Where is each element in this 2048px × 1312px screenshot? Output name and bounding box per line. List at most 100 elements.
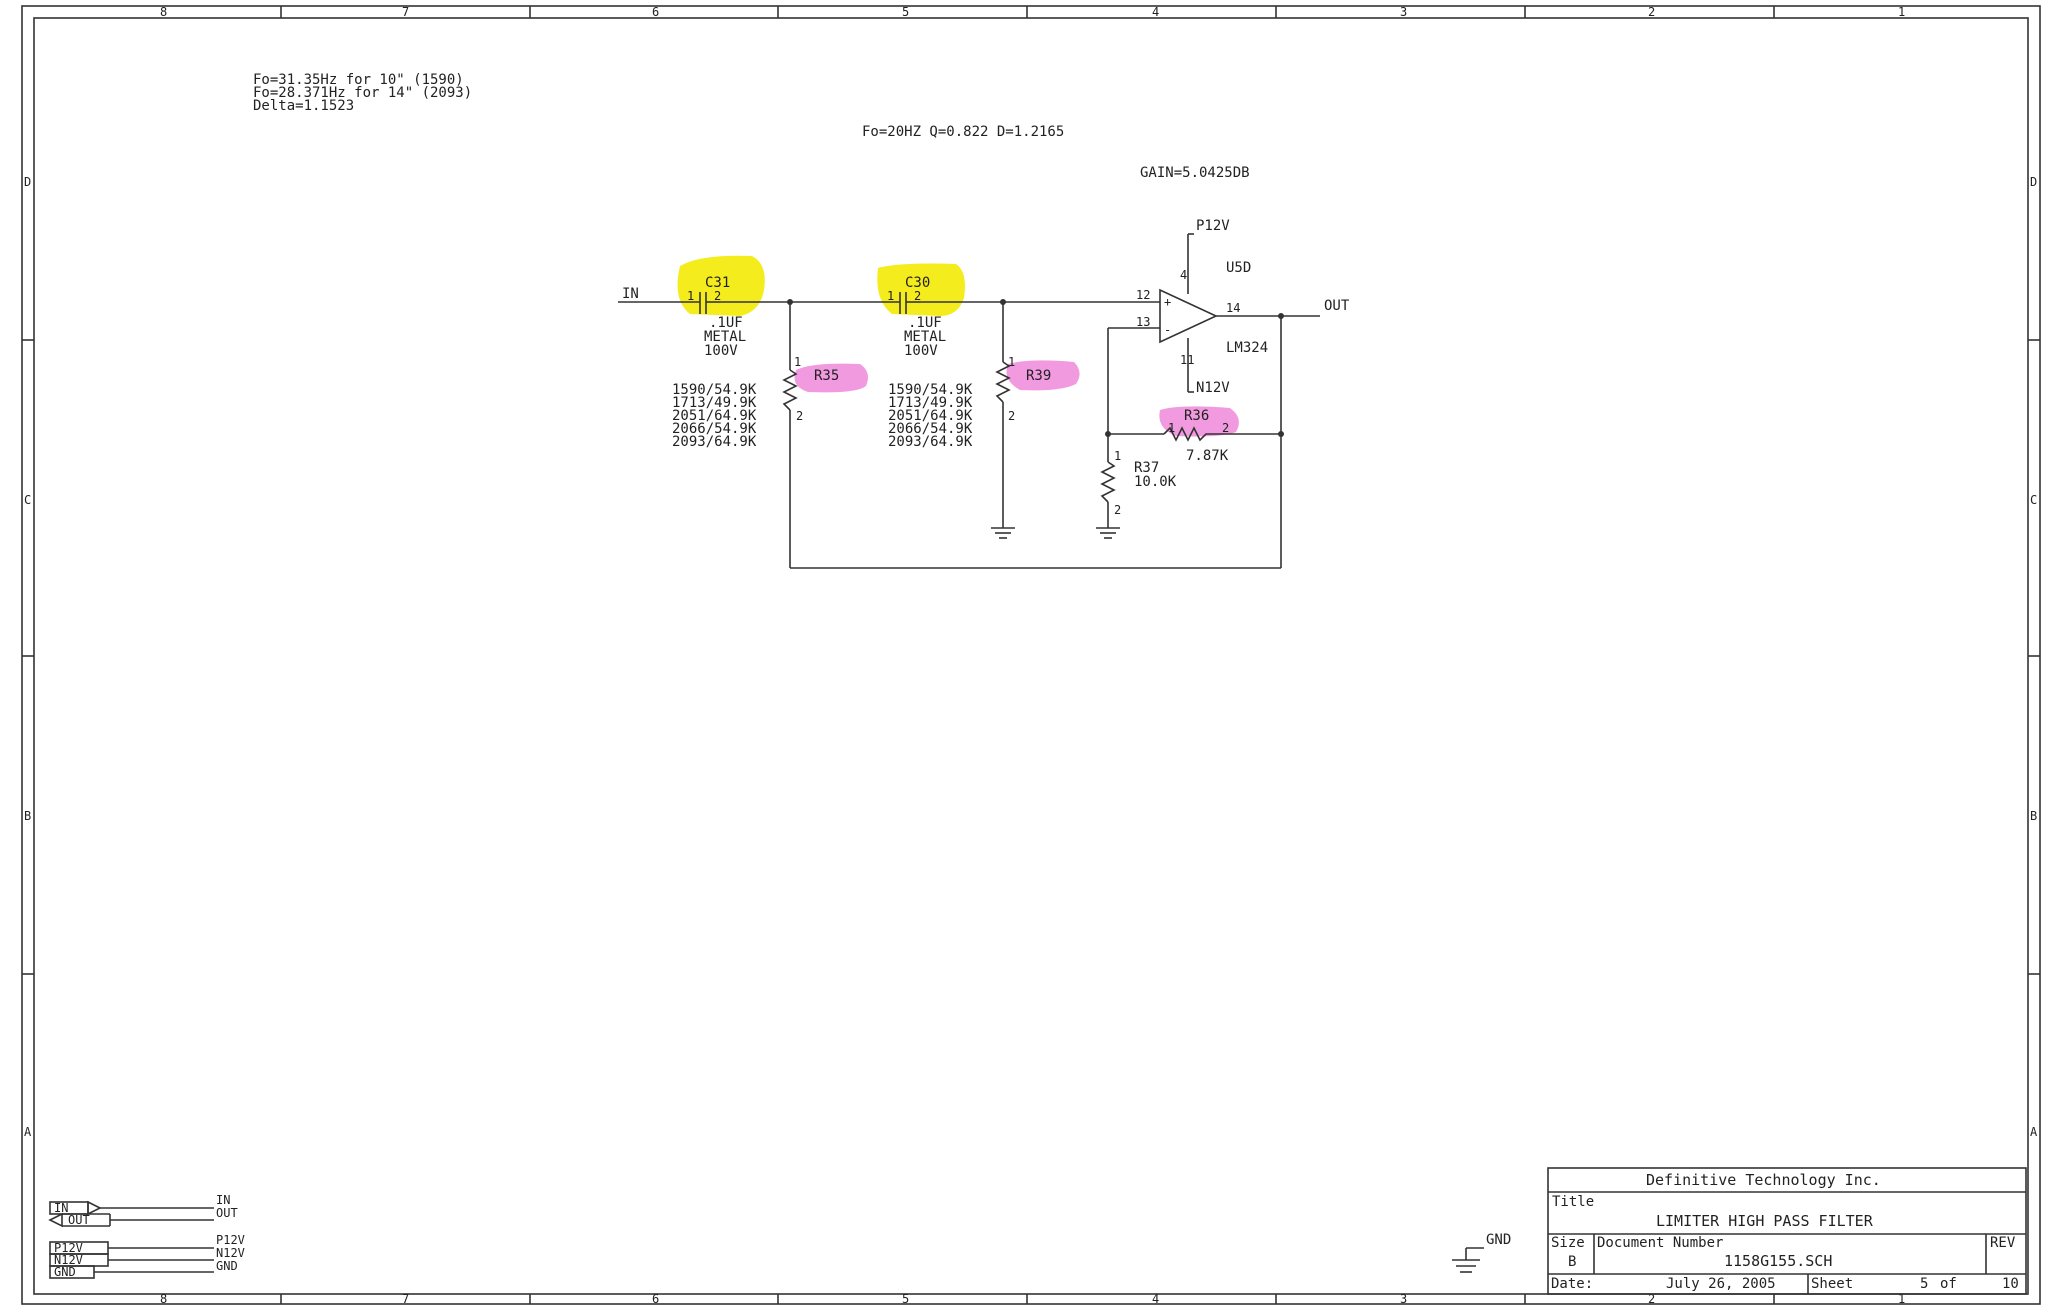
r39-ref: R39 <box>1026 368 1051 384</box>
r36-value: 7.87K <box>1186 448 1229 464</box>
tb-rev-label: REV <box>1990 1235 2016 1251</box>
u5d-vcc-net: P12V <box>1196 218 1230 234</box>
r35-value-1: 1590/54.9K <box>672 382 757 398</box>
r39-value-4: 2066/54.9K <box>888 421 973 437</box>
highlight-r35 <box>794 363 868 393</box>
port-legend: IN OUT P12V N12V GND IN OUT P12V N12V GN… <box>48 1193 245 1279</box>
c31-value: .1UF <box>709 315 743 331</box>
title-block: Definitive Technology Inc. Title LIMITER… <box>1547 1167 2027 1295</box>
col-label-top-6: 6 <box>652 5 659 19</box>
r35-value-4: 2066/54.9K <box>672 421 757 437</box>
capacitor-c31[interactable]: C31 1 2 .1UF METAL 100V <box>687 275 746 359</box>
tb-title: LIMITER HIGH PASS FILTER <box>1656 1212 1874 1230</box>
u5d-part: LM324 <box>1226 340 1268 356</box>
r39-pin2: 2 <box>1008 409 1015 423</box>
note-gain: GAIN=5.0425DB <box>1140 165 1250 181</box>
port-box-n12v: N12V <box>54 1253 83 1267</box>
u5d-pin-neg: 13 <box>1136 315 1150 329</box>
net-label-out: OUT <box>1324 298 1350 314</box>
u5d-minus-sign: - <box>1164 323 1171 337</box>
u5d-plus-sign: + <box>1164 295 1171 309</box>
r39-value-1: 1590/54.9K <box>888 382 973 398</box>
ground-icon <box>1096 527 1120 539</box>
junction-dot <box>1278 313 1284 319</box>
c30-type: METAL <box>904 329 946 345</box>
u5d-vee-net: N12V <box>1196 380 1230 396</box>
port-label-n12v: N12V <box>216 1246 245 1260</box>
port-label-p12v: P12V <box>216 1233 245 1247</box>
junction-dot <box>787 299 793 305</box>
port-box-in: IN <box>54 1201 68 1215</box>
port-label-out: OUT <box>216 1206 238 1220</box>
note-filter-params: Fo=20HZ Q=0.822 D=1.2165 <box>862 124 1064 140</box>
row-ruler: D C B A D C B A <box>22 175 2040 1139</box>
resistor-r39[interactable]: R39 1 2 1590/54.9K 1713/49.9K 2051/64.9K… <box>888 355 1051 450</box>
resistor-r36[interactable]: R36 1 2 7.87K <box>1163 408 1240 464</box>
row-label-right-d: D <box>2030 175 2037 189</box>
tb-docnum-label: Document Number <box>1597 1235 1723 1251</box>
c30-pin1: 1 <box>887 289 894 303</box>
r37-pin2: 2 <box>1114 503 1121 517</box>
resistor-r37[interactable]: R37 1 2 10.0K <box>1100 449 1177 517</box>
col-label-bottom-3: 3 <box>1400 1292 1407 1306</box>
c30-voltage: 100V <box>904 343 938 359</box>
row-label-left-b: B <box>24 809 31 823</box>
col-label-bottom-2: 2 <box>1648 1292 1655 1306</box>
opamp-u5d[interactable]: + - 12 13 14 4 11 U5D LM324 P12V N12V <box>1136 218 1268 396</box>
u5d-ref: U5D <box>1226 260 1251 276</box>
u5d-pin-vcc: 4 <box>1180 268 1187 282</box>
col-label-bottom-7: 7 <box>402 1292 409 1306</box>
r35-value-2: 1713/49.9K <box>672 395 757 411</box>
u5d-pin-pos: 12 <box>1136 288 1150 302</box>
junction-dot <box>1278 431 1284 437</box>
col-label-top-1: 1 <box>1898 5 1905 19</box>
column-ruler-bottom: 8 7 6 5 4 3 2 1 <box>160 1292 1905 1306</box>
r39-value-5: 2093/64.9K <box>888 434 973 450</box>
junction-dot <box>1000 299 1006 305</box>
ground-icon: GND <box>1452 1232 1511 1273</box>
tb-of-label: of <box>1940 1276 1957 1292</box>
r39-pin1: 1 <box>1008 355 1015 369</box>
col-label-bottom-8: 8 <box>160 1292 167 1306</box>
net-label-in: IN <box>622 286 639 302</box>
r37-ref: R37 <box>1134 460 1159 476</box>
outer-border <box>21 5 2041 1305</box>
r37-pin1: 1 <box>1114 449 1121 463</box>
highlight-r39 <box>1006 360 1080 391</box>
gnd-label: GND <box>1486 1232 1511 1248</box>
resistor-r35[interactable]: R35 1 2 1590/54.9K 1713/49.9K 2051/64.9K… <box>672 355 839 450</box>
r36-pin1: 1 <box>1168 421 1175 435</box>
column-ruler-top: 8 7 6 5 4 3 2 1 <box>160 5 1905 19</box>
col-label-top-8: 8 <box>160 5 167 19</box>
u5d-pin-out: 14 <box>1226 301 1240 315</box>
col-label-top-2: 2 <box>1648 5 1655 19</box>
r35-pin2: 2 <box>796 409 803 423</box>
tb-size: B <box>1568 1254 1576 1270</box>
row-label-left-c: C <box>24 493 31 507</box>
capacitor-c30[interactable]: C30 1 2 .1UF METAL 100V <box>887 275 946 359</box>
col-label-bottom-4: 4 <box>1152 1292 1159 1306</box>
port-label-in: IN <box>216 1193 230 1207</box>
port-box-gnd: GND <box>54 1265 76 1279</box>
r39-value-3: 2051/64.9K <box>888 408 973 424</box>
r35-value-3: 2051/64.9K <box>672 408 757 424</box>
tb-company: Definitive Technology Inc. <box>1646 1171 1881 1189</box>
c31-pin1: 1 <box>687 289 694 303</box>
row-label-right-b: B <box>2030 809 2037 823</box>
c31-pin2: 2 <box>714 289 721 303</box>
port-box-p12v: P12V <box>54 1241 83 1255</box>
c30-pin2: 2 <box>914 289 921 303</box>
col-label-bottom-6: 6 <box>652 1292 659 1306</box>
tb-docnum: 1158G155.SCH <box>1724 1252 1832 1270</box>
col-label-top-3: 3 <box>1400 5 1407 19</box>
row-label-left-a: A <box>24 1125 32 1139</box>
circuit-wires <box>618 233 1320 569</box>
inner-border <box>33 17 2029 1295</box>
junction-dot <box>1105 431 1111 437</box>
col-label-bottom-1: 1 <box>1898 1292 1905 1306</box>
r36-pin2: 2 <box>1222 421 1229 435</box>
ground-icon <box>991 527 1015 539</box>
r35-value-5: 2093/64.9K <box>672 434 757 450</box>
col-label-bottom-5: 5 <box>902 1292 909 1306</box>
